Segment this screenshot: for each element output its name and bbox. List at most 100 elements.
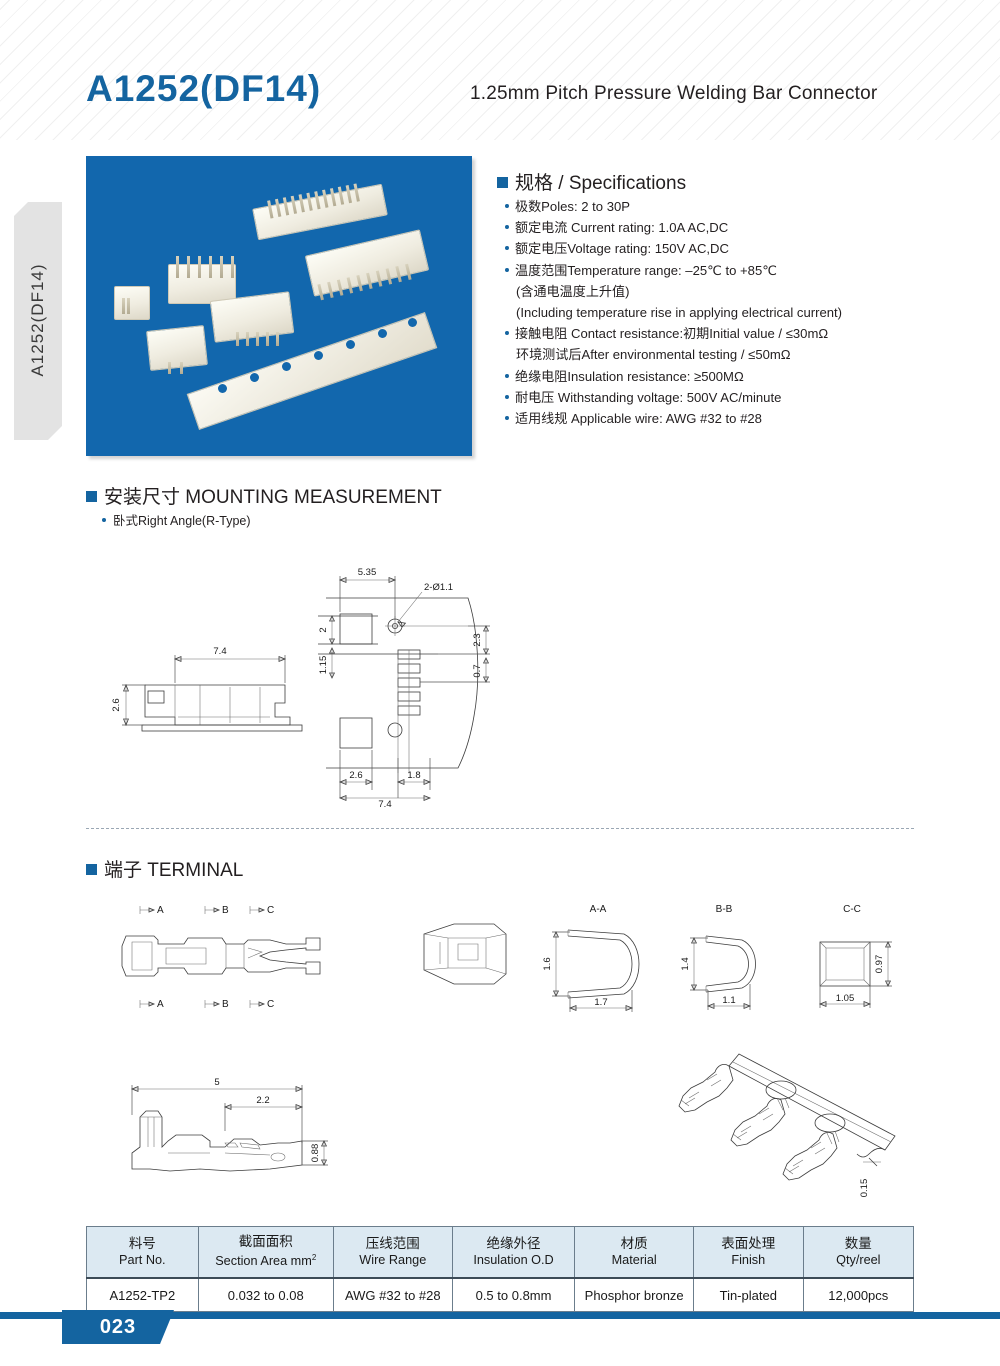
specifications-heading: 规格 / Specifications bbox=[497, 168, 686, 195]
table-header-cn: 料号 bbox=[128, 1236, 156, 1251]
section-label-bb: B-B bbox=[716, 904, 733, 915]
dim-bb-width: 1.1 bbox=[722, 995, 735, 1006]
spec-item-contact-resistance: 接触电阻 Contact resistance:初期Initial value … bbox=[505, 323, 975, 344]
dim-18: 1.8 bbox=[407, 770, 420, 781]
section-label-cc: C-C bbox=[843, 904, 861, 915]
section-mark-b-bottom: B bbox=[222, 999, 229, 1010]
table-row: A1252-TP2 0.032 to 0.08 AWG #32 to #28 0… bbox=[86, 1277, 915, 1312]
bullet-dot-icon bbox=[505, 246, 509, 251]
bullet-dot-icon bbox=[505, 373, 509, 378]
table-header-cn: 表面处理 bbox=[721, 1236, 776, 1251]
terminal-front-view-drawing bbox=[420, 912, 530, 1002]
spec-item-applicable-wire: 适用线规 Applicable wire: AWG #32 to #28 bbox=[505, 408, 975, 429]
dim-535: 5.35 bbox=[358, 567, 377, 578]
table-header-en: Finish bbox=[731, 1253, 766, 1267]
table-cell-material: Phosphor bronze bbox=[574, 1277, 694, 1312]
dim-term-length: 5 bbox=[214, 1077, 219, 1088]
dim-23: 2.3 bbox=[472, 633, 483, 646]
section-mark-b-top: B bbox=[222, 905, 229, 916]
spec-item-text: 绝缘电阻Insulation resistance: ≥500MΩ bbox=[515, 368, 744, 384]
spec-item-withstanding-voltage: 耐电压 Withstanding voltage: 500V AC/minute bbox=[505, 387, 975, 408]
table-header-section-area: 截面面积 Section Area mm2 bbox=[197, 1226, 334, 1279]
table-header-superscript: 2 bbox=[311, 1253, 317, 1263]
product-photo bbox=[86, 156, 472, 456]
table-header-cn: 绝缘外径 bbox=[486, 1236, 541, 1251]
product-photo-content bbox=[86, 156, 472, 456]
table-header-insulation-od: 绝缘外径 Insulation O.D bbox=[451, 1226, 576, 1279]
dim-74-top: 7.4 bbox=[378, 799, 391, 808]
page-title: A1252(DF14) bbox=[86, 68, 322, 109]
mounting-heading-text: 安装尺寸 MOUNTING MEASUREMENT bbox=[104, 487, 442, 508]
table-header-en: Part No. bbox=[119, 1253, 166, 1267]
spec-contact-note: 环境测试后After environmental testing / ≤50mΩ bbox=[516, 347, 791, 363]
page-number: 023 bbox=[62, 1310, 174, 1344]
terminal-heading: 端子 TERMINAL bbox=[86, 855, 243, 882]
section-divider bbox=[86, 828, 914, 829]
spec-item-current: 额定电流 Current rating: 1.0A AC,DC bbox=[505, 217, 975, 238]
bullet-dot-icon bbox=[505, 394, 509, 399]
spec-item-text: 接触电阻 Contact resistance:初期Initial value … bbox=[515, 326, 829, 342]
spec-item-insulation-resistance: 绝缘电阻Insulation resistance: ≥500MΩ bbox=[505, 366, 975, 387]
terminal-section-cc-drawing: C-C 0.97 1.05 bbox=[800, 898, 920, 1018]
terminal-plan-view-drawing: A B C A B bbox=[110, 900, 370, 1015]
spec-item-text: 温度范围Temperature range: –25℃ to +85℃ bbox=[515, 262, 777, 278]
table-cell-part-no: A1252-TP2 bbox=[86, 1277, 199, 1312]
side-index-tab-label: A1252(DF14) bbox=[28, 263, 47, 377]
mounting-side-view-drawing: 7.4 2.6 bbox=[100, 625, 320, 740]
spec-item-text: 额定电压Voltage rating: 150V AC,DC bbox=[515, 241, 729, 257]
dim-side-height: 2.6 bbox=[111, 698, 122, 711]
mounting-subheading: 卧式Right Angle(R-Type) bbox=[102, 510, 251, 529]
dim-side-width: 7.4 bbox=[213, 646, 226, 657]
table-header-material: 材质 Material bbox=[574, 1226, 694, 1279]
table-header-qty-reel: 数量 Qty/reel bbox=[802, 1226, 915, 1279]
bullet-square-icon bbox=[86, 491, 97, 502]
dim-term-height: 0.88 bbox=[310, 1144, 321, 1163]
spec-item-voltage: 额定电压Voltage rating: 150V AC,DC bbox=[505, 238, 975, 259]
bullet-dot-icon bbox=[102, 518, 106, 522]
spec-item-poles: 极数Poles: 2 to 30P bbox=[505, 196, 975, 217]
spec-item-temperature: 温度范围Temperature range: –25℃ to +85℃ bbox=[505, 260, 975, 281]
dim-term-partial: 2.2 bbox=[256, 1095, 269, 1106]
specifications-heading-text: 规格 / Specifications bbox=[515, 173, 687, 194]
section-label-aa: A-A bbox=[590, 904, 607, 915]
spec-temp-note-cn: (含通电温度上升值) bbox=[516, 283, 630, 299]
table-cell-finish: Tin-plated bbox=[692, 1277, 804, 1312]
table-cell-insulation-od: 0.5 to 0.8mm bbox=[451, 1277, 576, 1312]
table-header-cn: 数量 bbox=[844, 1236, 872, 1251]
bullet-square-icon bbox=[86, 864, 97, 875]
terminal-section-aa-drawing: A-A 1.6 1.7 bbox=[540, 898, 660, 1018]
bullet-dot-icon bbox=[505, 204, 509, 208]
spec-item-text: 耐电压 Withstanding voltage: 500V AC/minute bbox=[515, 389, 782, 405]
section-mark-a-bottom: A bbox=[157, 999, 164, 1010]
table-cell-wire-range: AWG #32 to #28 bbox=[332, 1277, 453, 1312]
specifications-list: 极数Poles: 2 to 30P 额定电流 Current rating: 1… bbox=[505, 196, 975, 429]
mounting-top-view-drawing: 2-Ø1.1 5.35 2 1.15 2.3 0.7 bbox=[318, 558, 538, 808]
dim-26: 2.6 bbox=[349, 770, 362, 781]
section-mark-c-bottom: C bbox=[267, 999, 274, 1010]
dim-bb-height: 1.4 bbox=[680, 957, 691, 970]
page-header: A1252(DF14) 1.25mm Pitch Pressure Weldin… bbox=[0, 0, 1000, 140]
bullet-square-icon bbox=[497, 177, 508, 188]
dim-strip-thickness: 0.15 bbox=[859, 1179, 870, 1198]
dim-aa-width: 1.7 bbox=[594, 997, 607, 1008]
dim-cc-height: 0.97 bbox=[874, 955, 885, 974]
table-header-en: Section Area mm2 bbox=[203, 1250, 329, 1269]
section-mark-c-top: C bbox=[267, 905, 274, 916]
dim-hole-spec: 2-Ø1.1 bbox=[424, 582, 453, 593]
bullet-dot-icon bbox=[505, 416, 509, 421]
table-header-cn: 材质 bbox=[620, 1236, 648, 1251]
dim-07: 0.7 bbox=[472, 664, 483, 677]
specification-table: 料号 Part No. 截面面积 Section Area mm2 压线范围 W… bbox=[86, 1226, 915, 1312]
table-cell-section-area: 0.032 to 0.08 bbox=[197, 1277, 334, 1312]
table-header-en: Qty/reel bbox=[836, 1253, 881, 1267]
spec-item-text: 适用线规 Applicable wire: AWG #32 to #28 bbox=[515, 411, 762, 427]
table-header-row: 料号 Part No. 截面面积 Section Area mm2 压线范围 W… bbox=[86, 1226, 915, 1279]
dim-2: 2 bbox=[318, 627, 329, 632]
side-index-tab: A1252(DF14) bbox=[14, 202, 62, 440]
bullet-dot-icon bbox=[505, 331, 509, 336]
terminal-strip-iso-drawing: 0.15 bbox=[655, 1040, 935, 1220]
terminal-section-bb-drawing: B-B 1.4 1.1 bbox=[672, 898, 782, 1018]
table-cell-qty-reel: 12,000pcs bbox=[802, 1277, 915, 1312]
spec-item-text: 额定电流 Current rating: 1.0A AC,DC bbox=[515, 220, 729, 236]
